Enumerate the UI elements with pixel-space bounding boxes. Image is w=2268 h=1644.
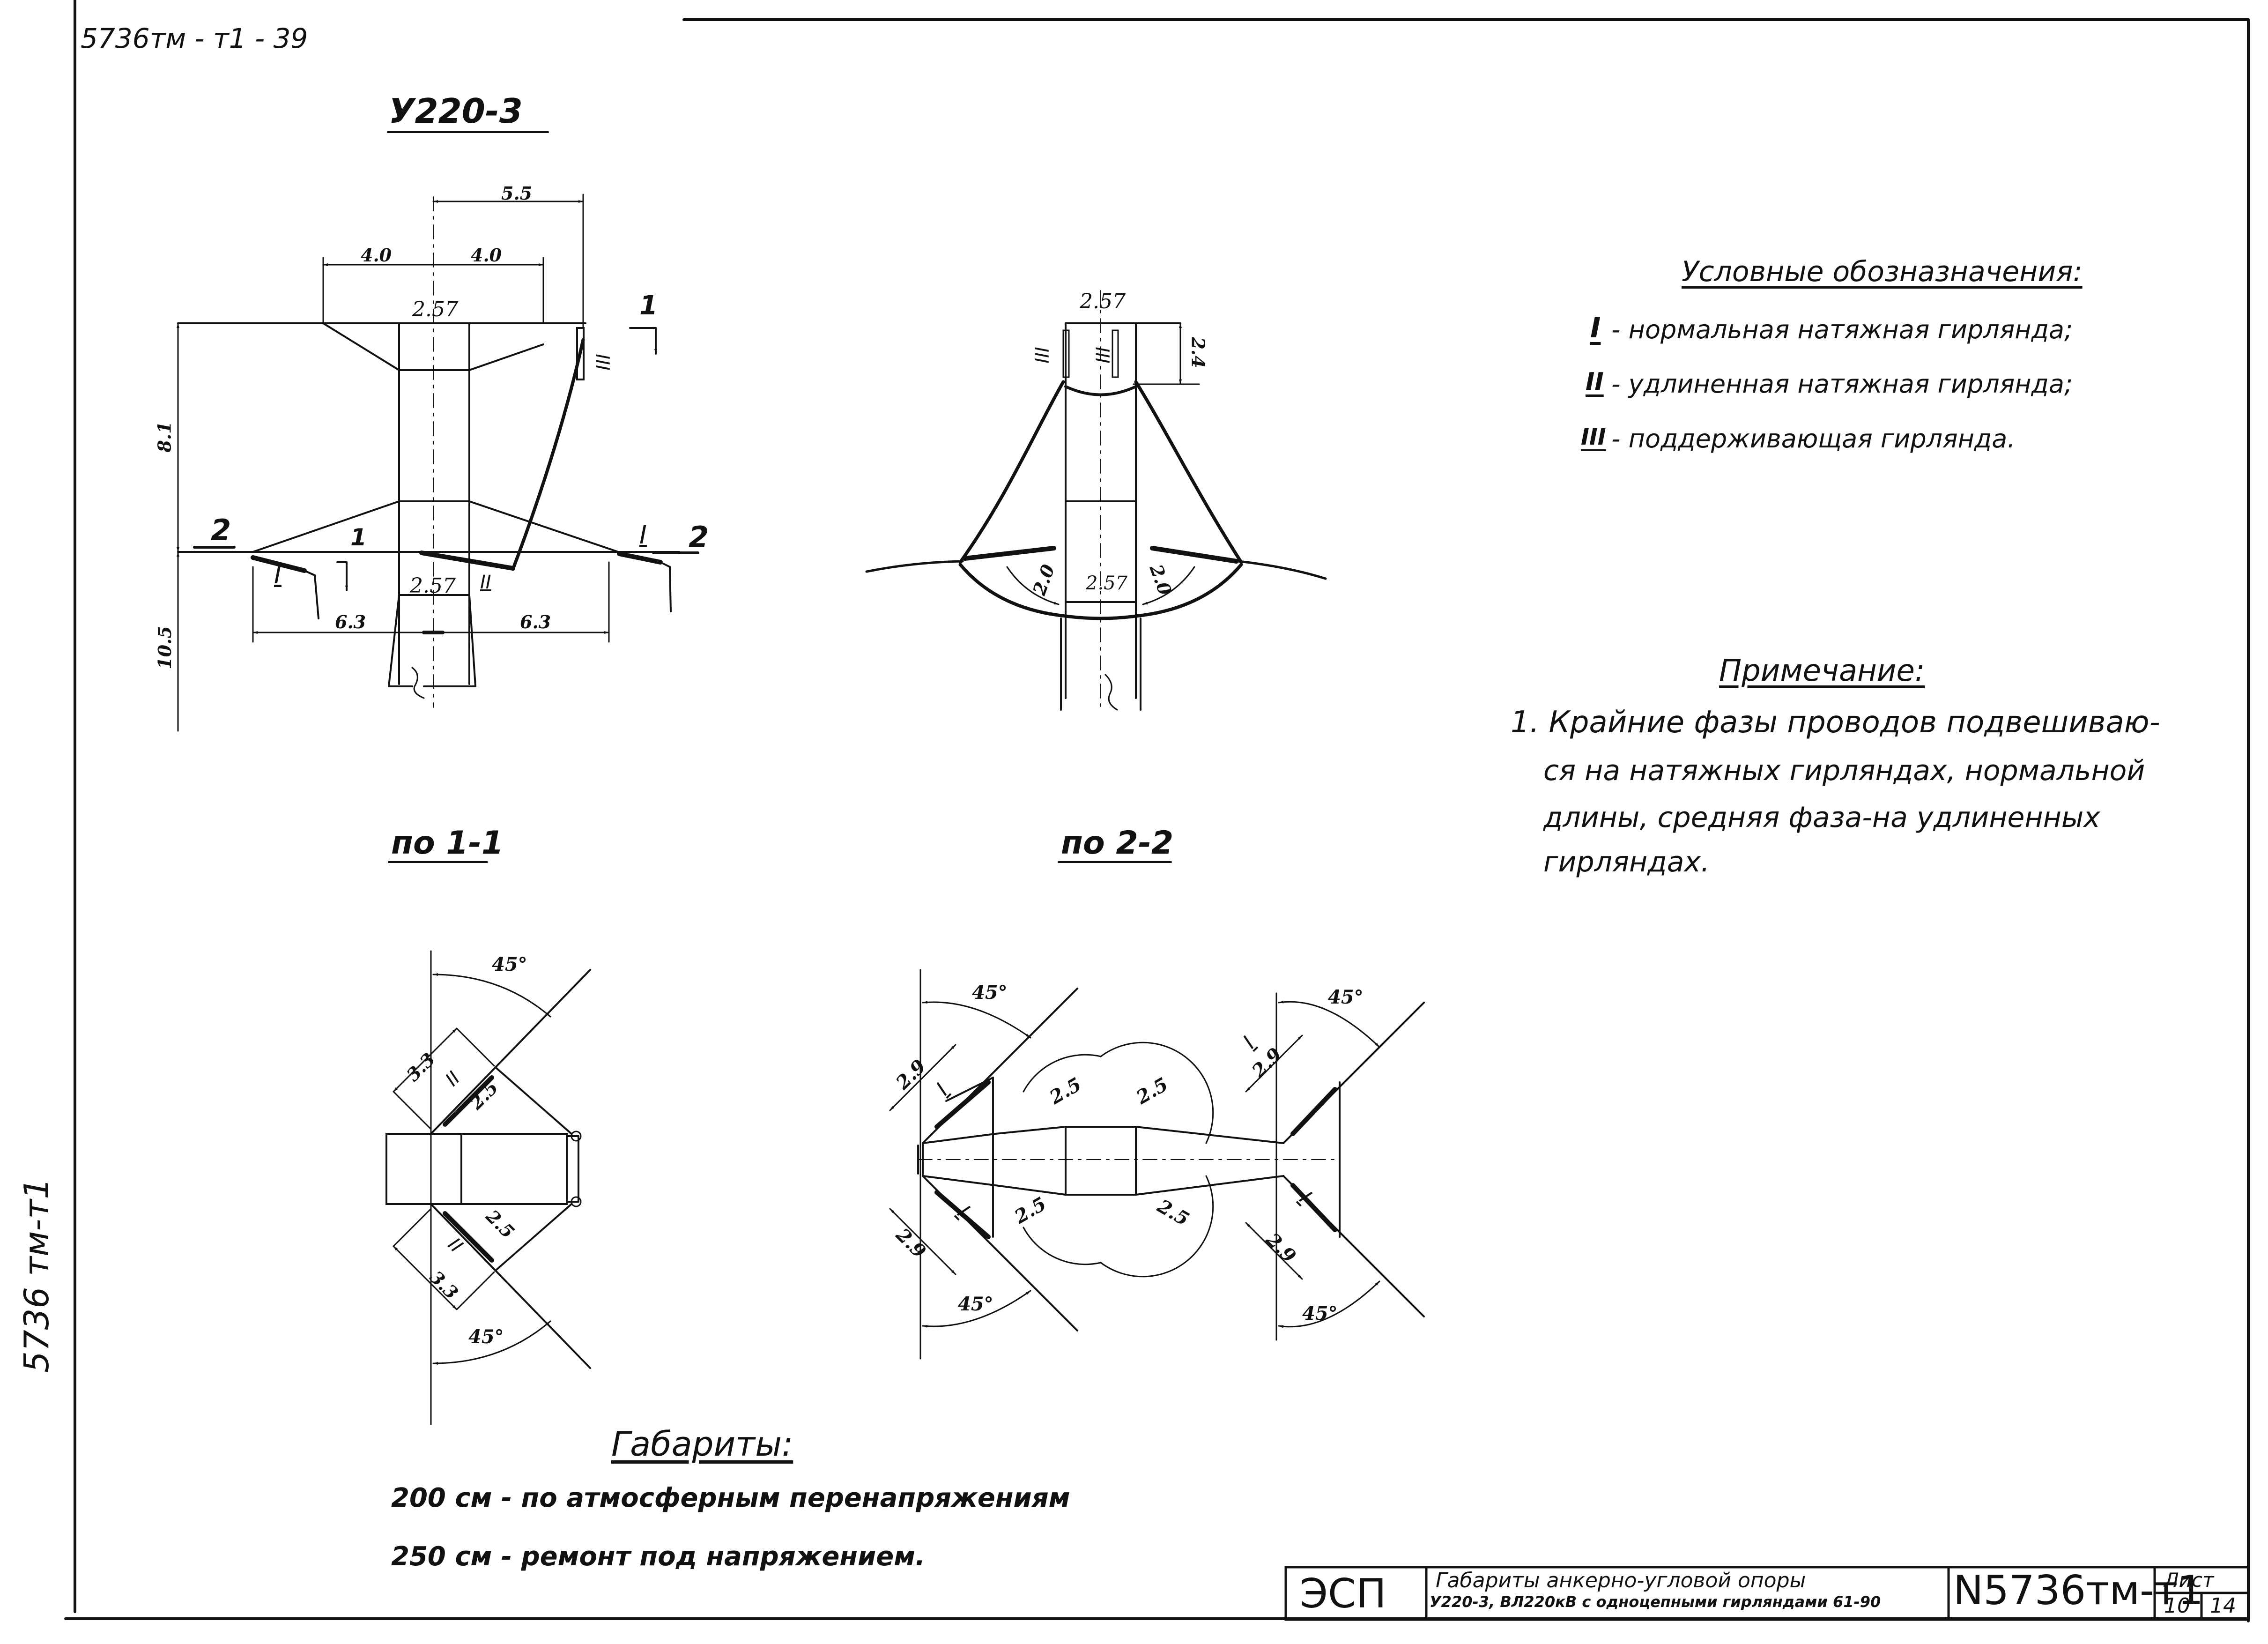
dim-front-6-3-left: 6.3: [335, 611, 366, 632]
dim-side-2-4: 2.4: [1187, 337, 1209, 368]
title-block-doc-number: N5736тм-т1: [1953, 1567, 2204, 1614]
main-view-title: У220-3: [389, 91, 523, 131]
legend-text: - поддерживающая гирлянда.: [1611, 424, 2016, 454]
garland-label-front-iii: III: [591, 354, 613, 371]
dim-front-2-57-bottom: 2.57: [410, 574, 456, 598]
dim-front-8-1: 8.1: [154, 421, 175, 453]
note-line: гирляндах.: [1543, 846, 1710, 878]
section-mark-1-top: 1: [639, 290, 658, 321]
garland-label-front-left: I: [274, 560, 282, 589]
legend-symbol: I: [1590, 312, 1601, 344]
heading-underlines: [387, 131, 1172, 863]
section-mark-2-left: 2: [211, 513, 231, 547]
note-title: Примечание:: [1719, 654, 1925, 688]
angle-sec2-top-left: 45°: [972, 982, 1008, 1004]
garland-label-side-iii-left: III: [1030, 347, 1052, 364]
front-view-drawing: [177, 196, 699, 708]
dim-front-5-5: 5.5: [501, 183, 533, 204]
front-view-dimensions: [177, 193, 610, 732]
section-1-1-dimensions: [393, 973, 551, 1365]
legend-symbol: III: [1581, 424, 1606, 450]
section-mark-1-bottom: 1: [350, 524, 367, 551]
clearances-line: 250 см - ремонт под напряжением.: [391, 1541, 926, 1572]
dim-front-4-0-right: 4.0: [471, 245, 502, 266]
section-2-2-title: по 2-2: [1061, 825, 1174, 862]
angle-sec2-bottom-left: 45°: [958, 1293, 993, 1315]
title-block-sheet-number: 10: [2164, 1594, 2190, 1618]
title-block-desc-line2: У220-3, ВЛ220кВ с одноцепными гирляндами…: [1430, 1593, 1881, 1611]
note-line: ся на натяжных гирляндах, нормальной: [1543, 754, 2145, 787]
dim-front-6-3-right: 6.3: [520, 611, 551, 632]
dim-front-2-57-top: 2.57: [412, 298, 458, 321]
dim-front-10-5: 10.5: [154, 626, 175, 670]
corner-code: 5736тм - т1 - 39: [81, 22, 308, 54]
dim-side-2-57-bottom: 2.57: [1086, 573, 1128, 594]
title-block-frame: [1284, 1566, 2250, 1621]
section-2-2-drawing: [917, 969, 1425, 1360]
note-line: 1. Крайние фазы проводов подвешиваю-: [1511, 705, 2160, 740]
note-line: длины, средняя фаза-на удлиненных: [1543, 801, 2100, 834]
section-2-2-dimensions: [889, 1000, 1380, 1328]
legend-title: Условные обозназначения:: [1682, 255, 2083, 288]
clearances-title: Габариты:: [611, 1424, 793, 1464]
title-block-desc-line1: Габариты анкерно-угловой опоры: [1436, 1569, 1806, 1592]
side-code: 5736 тм-т1: [17, 1177, 57, 1373]
angle-sec1-top: 45°: [492, 953, 527, 975]
garland-label-side-iii-right: III: [1091, 347, 1113, 364]
title-block-sheets-total: 14: [2210, 1594, 2236, 1618]
angle-sec2-bottom-right: 45°: [1302, 1302, 1338, 1324]
side-view-drawing: [865, 290, 1327, 713]
angle-sec1-bottom: 45°: [468, 1326, 504, 1348]
side-view-dimensions: [1006, 322, 1200, 605]
garland-label-front-mid: II: [480, 572, 491, 593]
legend-text: - нормальная натяжная гирлянда;: [1611, 315, 2073, 344]
dim-front-4-0-left: 4.0: [361, 245, 392, 266]
section-mark-2-right: 2: [689, 520, 709, 554]
legend-text: - удлиненная натяжная гирлянда;: [1611, 369, 2073, 399]
dim-side-2-57-top: 2.57: [1080, 290, 1126, 313]
clearances-line: 200 см - по атмосферным перенапряжениям: [391, 1483, 1070, 1513]
garland-label-front-right: I: [639, 520, 647, 550]
title-block-sheet-label: Лист: [2164, 1569, 2214, 1592]
section-1-1-drawing: [385, 950, 591, 1425]
title-block-org: ЭСП: [1300, 1570, 1386, 1617]
angle-sec2-top-right: 45°: [1328, 986, 1364, 1008]
section-1-1-title: по 1-1: [391, 825, 504, 862]
legend-symbol: II: [1586, 368, 1604, 396]
